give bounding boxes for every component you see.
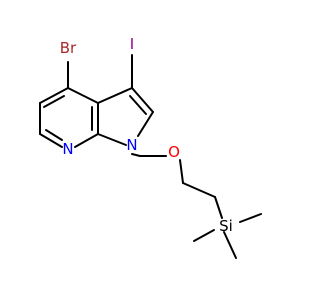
atom-nitrogen-pyrrole: N xyxy=(126,136,137,154)
bond-c6-n7 xyxy=(39,133,63,148)
atom-iodine: I xyxy=(130,35,134,53)
bond-n1-ch2 xyxy=(131,153,141,157)
bond-c6-n7-inner xyxy=(45,129,63,141)
bond-si-me2 xyxy=(193,229,215,242)
bond-n1-c7a xyxy=(97,133,127,146)
bond-c3-c2-inner xyxy=(129,95,147,115)
atom-nitrogen-pyridine: N xyxy=(62,140,73,158)
bonds xyxy=(39,54,262,259)
bond-si-me1 xyxy=(223,231,237,259)
bond-c3a-c3 xyxy=(97,87,133,104)
bond-c4-c5-ring xyxy=(39,87,69,104)
bond-c2-n1 xyxy=(137,111,154,137)
atom-labels: Br I N N O Si xyxy=(60,35,233,235)
bond-c4-c3a xyxy=(67,87,99,104)
bond-si-me3 xyxy=(239,213,262,223)
bond-ch2-si xyxy=(214,196,223,219)
bond-n7-c7a xyxy=(74,133,99,148)
molecule-svg: Br I N N O Si xyxy=(39,35,262,259)
bond-o-ch2 xyxy=(179,159,184,184)
atom-bromine: Br xyxy=(60,39,77,57)
atom-silicon: Si xyxy=(219,217,233,235)
bond-ch2-ch2 xyxy=(182,182,216,198)
bond-c3-c2 xyxy=(131,87,154,113)
bond-c5-c5-inner xyxy=(43,95,65,108)
atom-oxygen: O xyxy=(168,143,180,161)
structure-diagram: Br I N N O Si xyxy=(39,35,262,259)
